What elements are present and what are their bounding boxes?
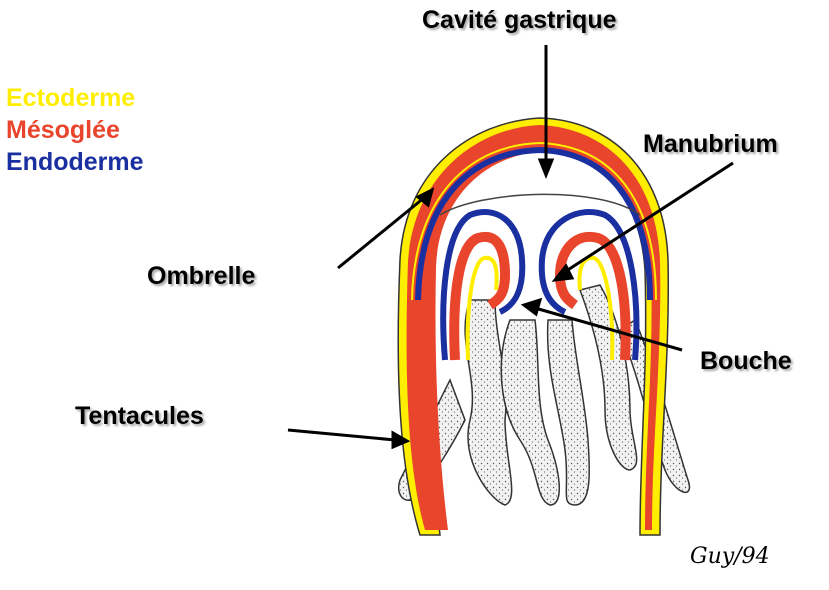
legend-ectoderm: Ectoderme <box>6 84 136 112</box>
manubrium <box>440 209 640 361</box>
legend: Ectoderme Mésoglée Endoderme <box>6 82 144 178</box>
umbrella-mesoglea <box>406 125 661 530</box>
tentacle <box>546 319 591 506</box>
label-manubrium: Manubrium <box>643 130 778 158</box>
pointer-lines <box>287 45 734 450</box>
umbrella-body <box>397 117 669 536</box>
label-umbrella: Ombrelle <box>147 262 256 290</box>
signature: Guy/94 <box>690 544 770 569</box>
label-tentacles: Tentacules <box>75 402 204 430</box>
legend-endoderm: Endoderme <box>6 148 144 176</box>
gastric-cavity-boundary <box>439 193 641 216</box>
label-gastric-cavity: Cavité gastrique <box>422 6 617 34</box>
legend-mesoglea: Mésoglée <box>6 116 120 144</box>
label-mouth: Bouche <box>700 347 792 375</box>
tentacle <box>500 319 560 506</box>
